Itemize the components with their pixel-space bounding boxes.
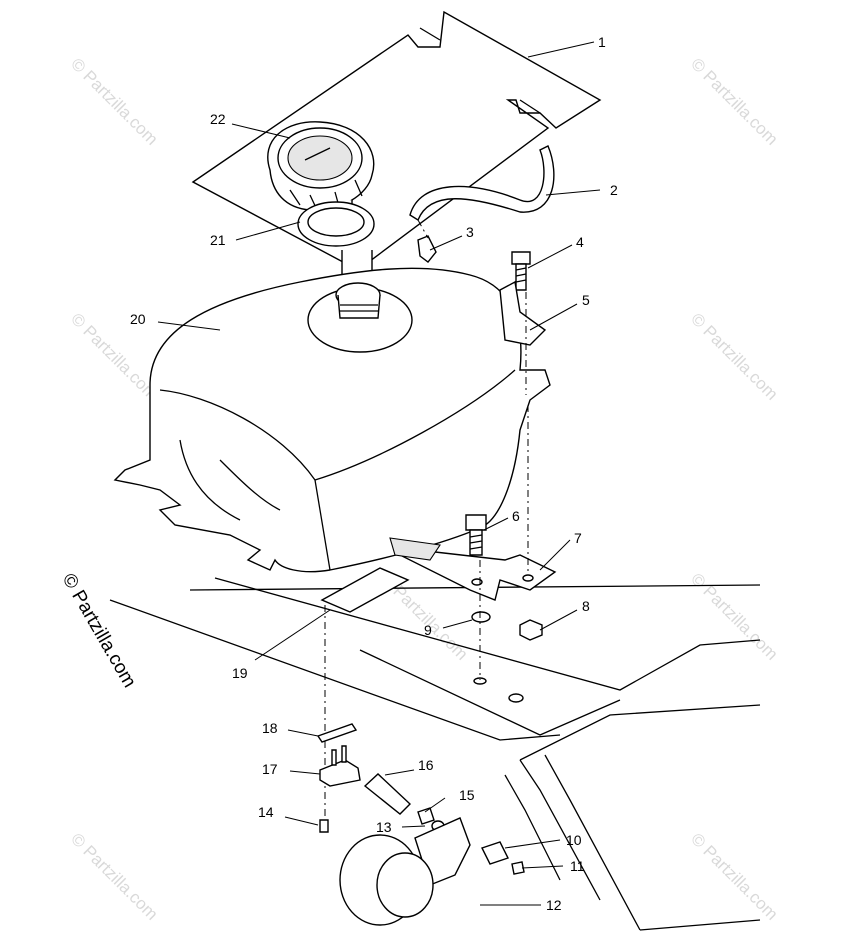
mounting-bracket xyxy=(389,537,557,601)
fuel-cap xyxy=(267,121,375,229)
heat-shield-plate xyxy=(191,10,602,271)
callout-12: 12 xyxy=(546,897,562,913)
callout-7: 7 xyxy=(574,530,582,546)
callout-11: 11 xyxy=(570,858,585,874)
fuel-tank xyxy=(113,267,551,573)
callout-21: 21 xyxy=(210,232,226,248)
tank-pad xyxy=(320,567,410,613)
callout-8: 8 xyxy=(582,598,590,614)
lower-bolt xyxy=(465,514,487,556)
callout-14: 14 xyxy=(258,804,274,820)
vent-fitting xyxy=(417,235,437,263)
watermark-bottom-left: © Partzilla.com xyxy=(67,829,161,923)
fuel-line xyxy=(363,773,412,815)
watermark-mid-right: © Partzilla.com xyxy=(687,309,781,403)
watermark-bottom-right: © Partzilla.com xyxy=(687,829,781,923)
tank-bracket xyxy=(499,280,547,346)
frame-hole xyxy=(508,693,524,703)
watermark-low-right: © Partzilla.com xyxy=(687,569,781,663)
washer xyxy=(471,611,491,623)
callout-labels: 1 2 3 4 5 6 7 8 9 10 11 12 13 14 15 16 1… xyxy=(130,34,618,913)
callout-6: 6 xyxy=(512,508,520,524)
callout-16: 16 xyxy=(418,757,434,773)
watermark-top-right: © Partzilla.com xyxy=(687,54,781,148)
callout-3: 3 xyxy=(466,224,474,240)
screw-11 xyxy=(511,861,525,875)
callout-22: 22 xyxy=(210,111,226,127)
callout-5: 5 xyxy=(582,292,590,308)
callout-2: 2 xyxy=(610,182,618,198)
watermark-top-left: © Partzilla.com xyxy=(67,54,161,148)
callout-18: 18 xyxy=(262,720,278,736)
callout-13: 13 xyxy=(376,819,392,835)
hose-clamp xyxy=(417,807,435,825)
assembly-lines xyxy=(324,219,529,830)
callout-10: 10 xyxy=(566,832,582,848)
carburetor-mount xyxy=(339,817,471,926)
watermark-mid-left: © Partzilla.com xyxy=(67,309,161,403)
leader-lines xyxy=(157,41,601,906)
petcock-plate xyxy=(316,723,358,743)
callout-1: 1 xyxy=(598,34,606,50)
callout-19: 19 xyxy=(232,665,248,681)
cap-gasket xyxy=(297,201,375,247)
callout-20: 20 xyxy=(130,311,146,327)
fuel-petcock xyxy=(319,745,361,787)
callout-17: 17 xyxy=(262,761,278,777)
callout-4: 4 xyxy=(576,234,584,250)
copyright-notice: © Partzilla.com xyxy=(58,570,140,691)
callout-9: 9 xyxy=(424,622,432,638)
screw-14 xyxy=(319,819,329,833)
cap-10 xyxy=(481,841,509,865)
hex-nut xyxy=(519,619,543,641)
upper-bolt xyxy=(511,251,531,291)
callout-15: 15 xyxy=(459,787,475,803)
vent-hose xyxy=(409,145,555,222)
